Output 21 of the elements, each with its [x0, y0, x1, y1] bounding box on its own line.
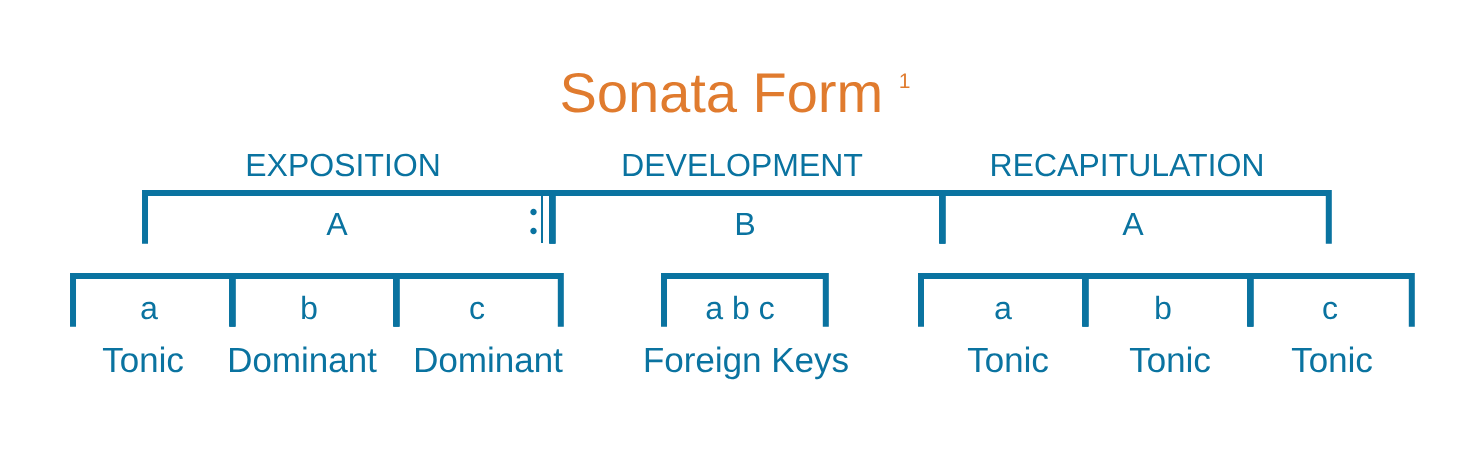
- section-heading: RECAPITULATION: [992, 153, 1262, 177]
- key-label: Tonic: [1129, 346, 1210, 373]
- bracket-label: a: [141, 301, 158, 320]
- section-heading: EXPOSITION: [247, 153, 439, 177]
- key-label: Tonic: [967, 346, 1048, 373]
- section-heading: DEVELOPMENT: [623, 153, 863, 177]
- bracket-label: A: [1122, 212, 1144, 235]
- title: Sonata Form $^{1}$: [562, 72, 910, 113]
- key-label: Dominant: [230, 346, 377, 373]
- bracket-label: a: [995, 301, 1012, 320]
- bracket-label: c: [1323, 301, 1338, 320]
- bracket-label: b: [1156, 295, 1171, 320]
- key-label: Tonic: [102, 346, 183, 373]
- bracket-label: a b c: [706, 295, 774, 320]
- bracket-label: b: [302, 295, 317, 320]
- bracket-label: A: [326, 212, 348, 235]
- key-label: Tonic: [1291, 346, 1372, 373]
- key-label: Dominant: [416, 346, 563, 373]
- key-label: Foreign Keys: [645, 346, 848, 380]
- bracket-label: B: [736, 212, 754, 235]
- bracket-label: c: [470, 301, 485, 320]
